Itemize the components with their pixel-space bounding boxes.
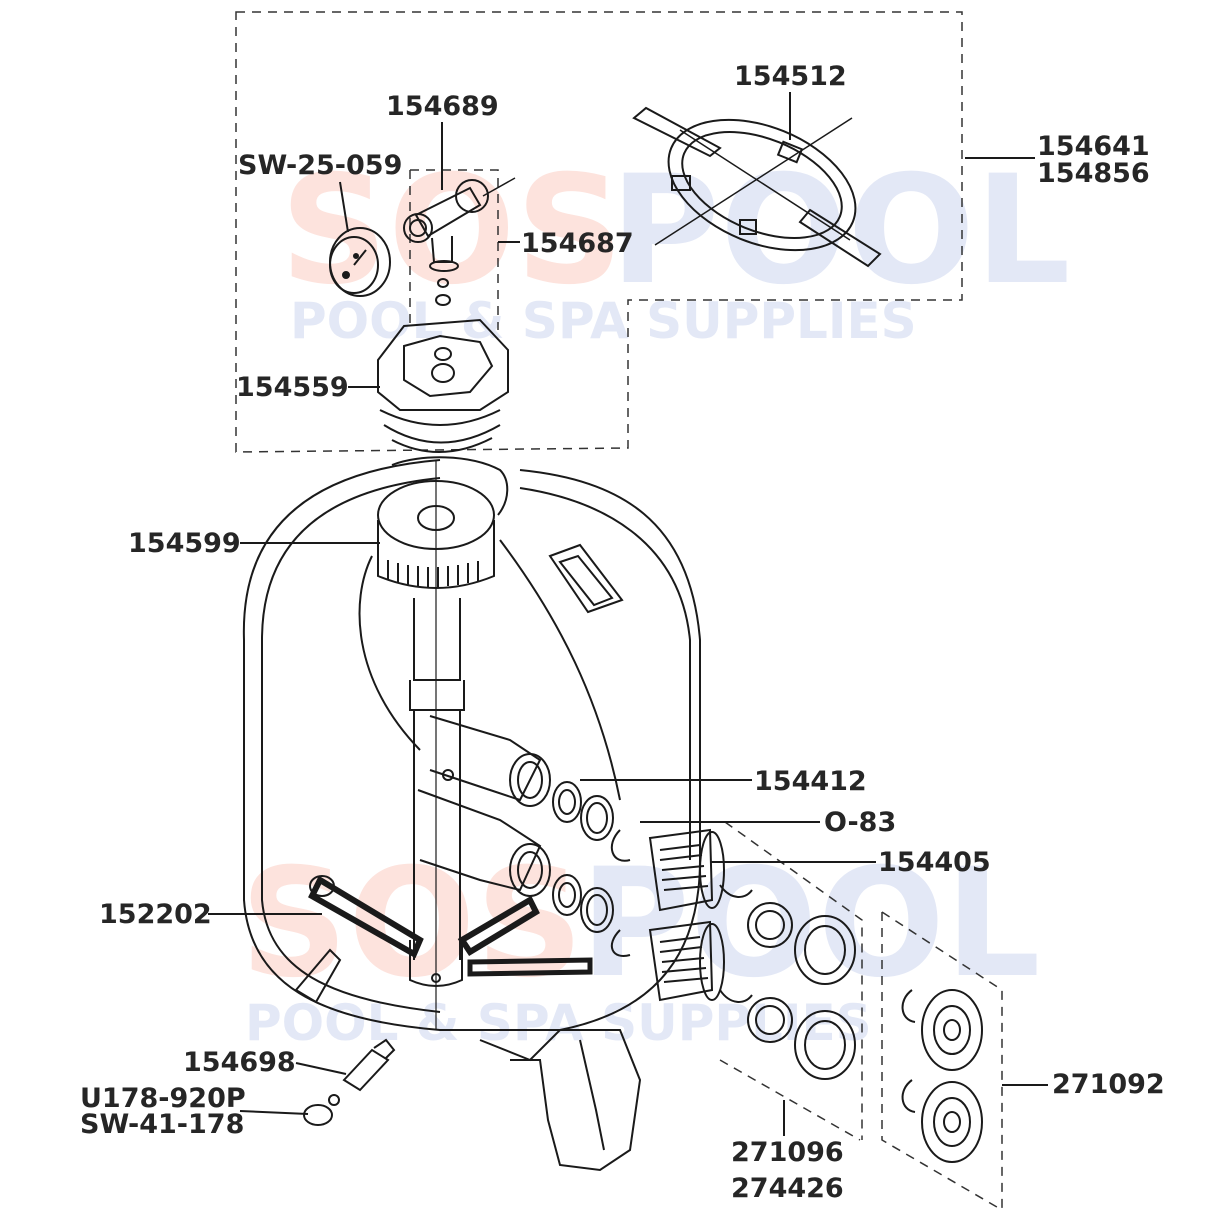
spanner-wrench-part bbox=[632, 106, 882, 268]
part-label-154641: 154641 bbox=[1037, 131, 1150, 162]
part-label-154687: 154687 bbox=[521, 228, 634, 259]
part-label-154559: 154559 bbox=[236, 372, 349, 403]
part-label-154412: 154412 bbox=[754, 766, 867, 797]
dashed-group-frames bbox=[235, 11, 1003, 1211]
part-label-154512: 154512 bbox=[734, 61, 847, 92]
center-standpipe bbox=[409, 460, 465, 1030]
watermark-brand-left: SOS bbox=[280, 144, 624, 318]
part-label-274426: 274426 bbox=[731, 1173, 844, 1204]
part-label-u178-920p: U178-920P bbox=[80, 1083, 246, 1114]
filter-base-stand bbox=[294, 948, 642, 1172]
part-label-271092: 271092 bbox=[1052, 1069, 1165, 1100]
part-label-154599: 154599 bbox=[128, 528, 241, 559]
part-label-154698: 154698 bbox=[183, 1047, 296, 1078]
part-label-sw-41-178: SW-41-178 bbox=[80, 1109, 245, 1140]
air-relief-tee-part bbox=[403, 177, 516, 306]
part-label-154856: 154856 bbox=[1037, 158, 1150, 189]
union-fittings bbox=[901, 989, 983, 1163]
watermark-tagline: POOL & SPA SUPPLIES bbox=[290, 292, 917, 350]
laterals-part bbox=[308, 875, 593, 987]
part-label-154689: 154689 bbox=[386, 91, 499, 122]
part-label-sw-25-059: SW-25-059 bbox=[238, 150, 403, 181]
part-label-o-83: O-83 bbox=[824, 807, 897, 838]
tank-lid-part bbox=[377, 318, 509, 453]
part-label-271096: 271096 bbox=[731, 1137, 844, 1168]
drain-plug-part bbox=[303, 1038, 396, 1126]
watermark-brand-right: POOL bbox=[610, 144, 1071, 318]
part-label-152202: 152202 bbox=[99, 899, 212, 930]
leader-lines bbox=[208, 92, 1048, 1136]
lower-fittings bbox=[552, 874, 856, 1080]
upper-fittings bbox=[552, 781, 856, 985]
pressure-gauge-part bbox=[329, 227, 391, 297]
watermark-brand-left-2: SOS bbox=[240, 837, 584, 1011]
part-label-154405: 154405 bbox=[878, 847, 991, 878]
watermark-tagline-2: POOL & SPA SUPPLIES bbox=[245, 994, 872, 1052]
lower-elbow-pipe bbox=[417, 769, 551, 897]
watermark: SOS POOL POOL & SPA SUPPLIES SOS POOL PO… bbox=[240, 144, 1071, 1052]
upper-elbow-pipe bbox=[429, 715, 551, 807]
